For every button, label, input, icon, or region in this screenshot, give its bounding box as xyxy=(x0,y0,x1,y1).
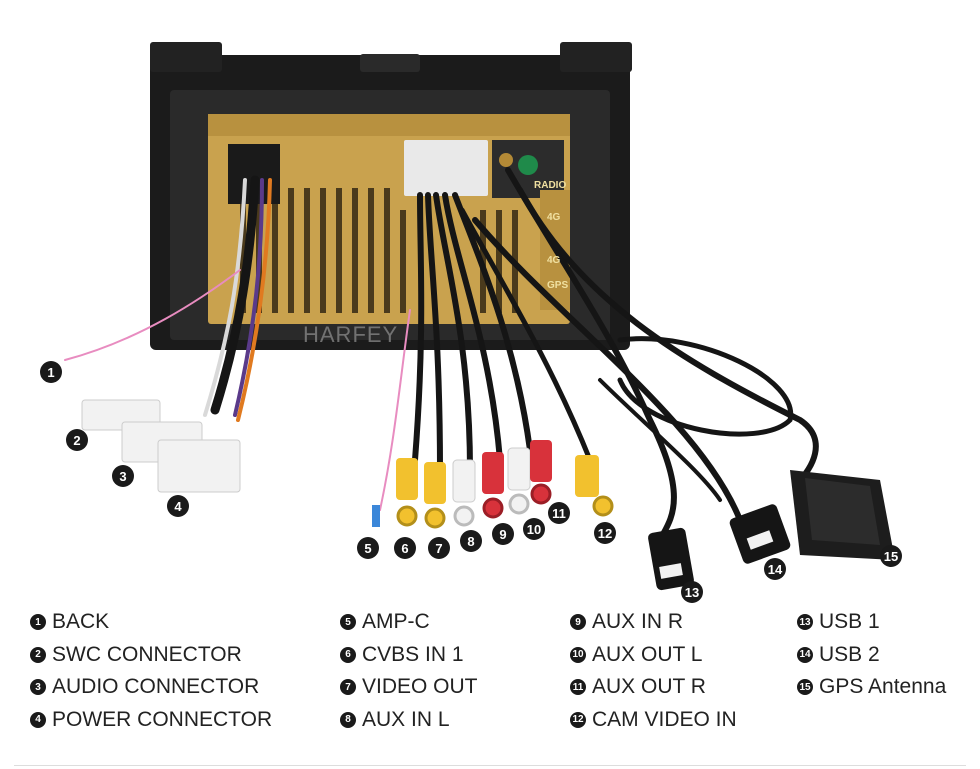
gps-port-label: GPS xyxy=(547,280,569,291)
callout-3: 3 xyxy=(112,465,134,487)
radio-port-label: RADIO xyxy=(534,180,567,191)
callout-4: 4 xyxy=(167,495,189,517)
callout-9: 9 xyxy=(492,523,514,545)
callout-15: 15 xyxy=(880,545,902,567)
head-unit xyxy=(150,42,632,350)
usb-and-gps xyxy=(648,470,895,591)
rca-plugs xyxy=(372,440,614,529)
callout-14: 14 xyxy=(764,558,786,580)
callout-7: 7 xyxy=(428,537,450,559)
callout-13: 13 xyxy=(681,581,703,603)
white-plugs xyxy=(81,399,241,493)
callout-10: 10 xyxy=(523,518,545,540)
cable-bundle xyxy=(64,167,819,543)
wiring-diagram xyxy=(64,42,895,591)
4g-port-label-1: 4G xyxy=(547,212,561,223)
callout-1: 1 xyxy=(40,361,62,383)
callout-5: 5 xyxy=(357,537,379,559)
callout-11: 11 xyxy=(548,502,570,524)
callout-2: 2 xyxy=(66,429,88,451)
bottom-divider xyxy=(14,765,966,766)
callout-6: 6 xyxy=(394,537,416,559)
callout-8: 8 xyxy=(460,530,482,552)
brand-watermark: HARFEY xyxy=(303,322,399,347)
callout-12: 12 xyxy=(594,522,616,544)
4g-port-label-2: 4G xyxy=(547,255,561,266)
